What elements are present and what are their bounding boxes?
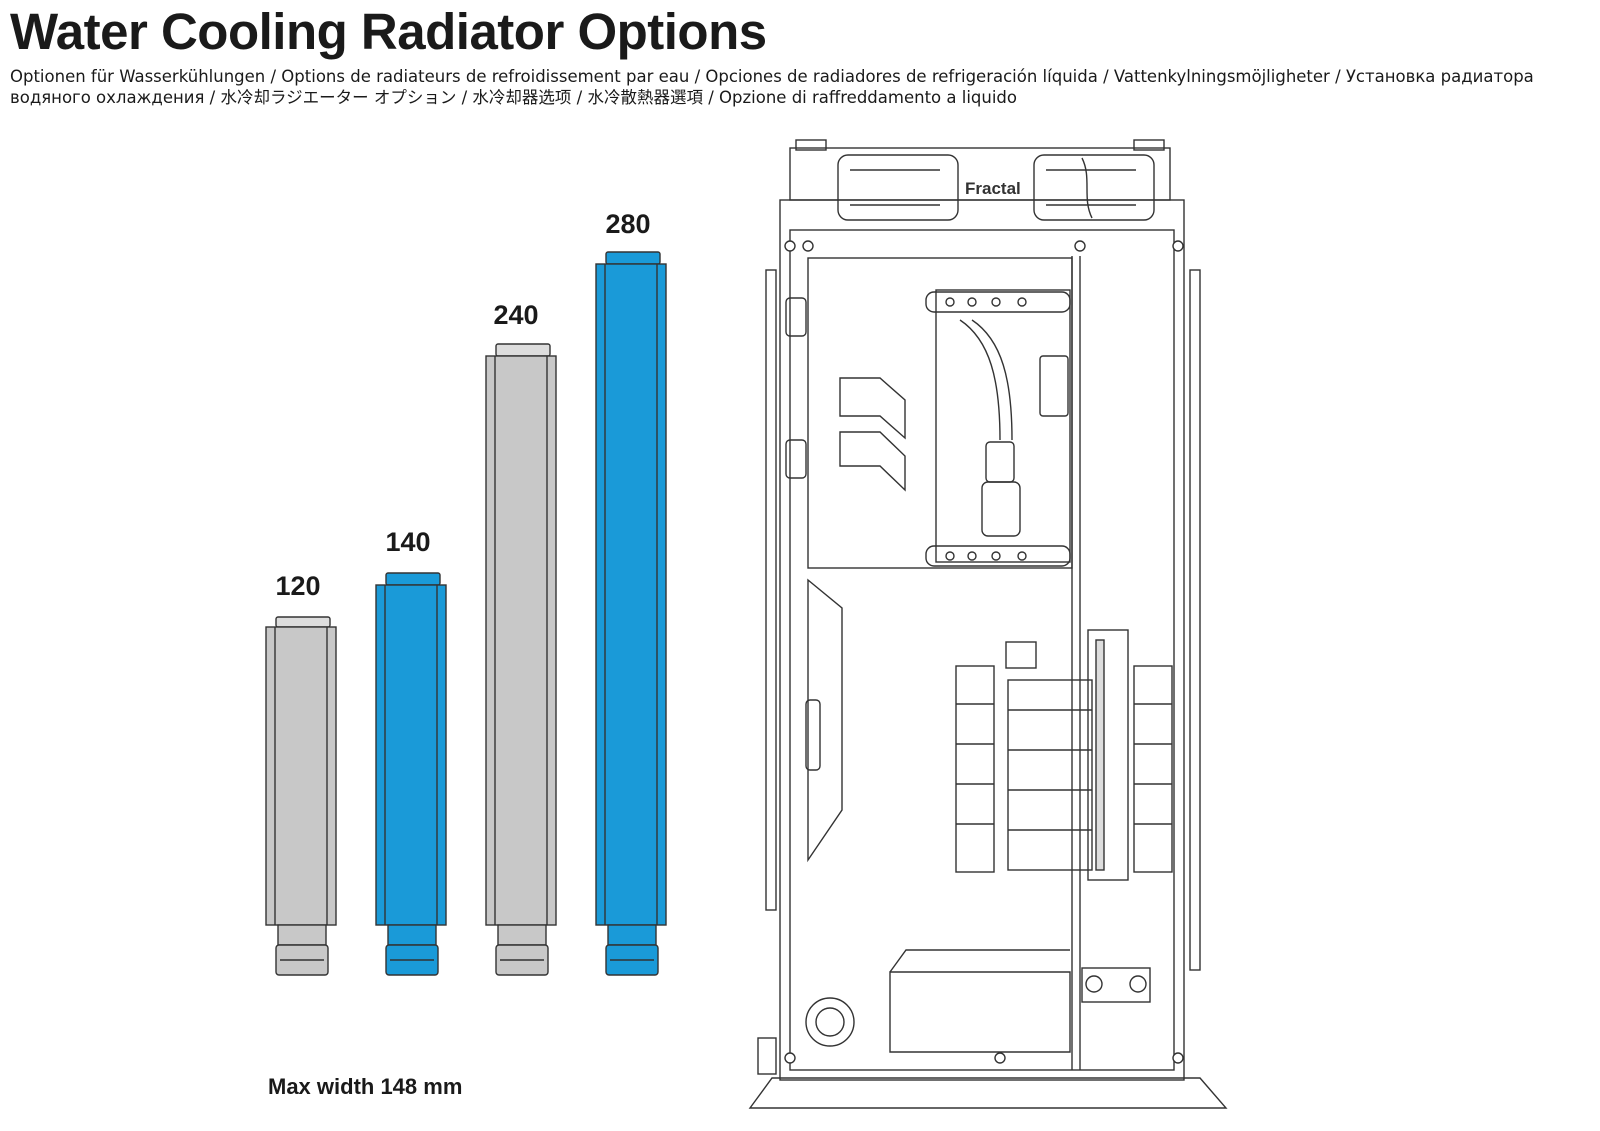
- power-connector: [981, 481, 1021, 537]
- radiator-140-body: [375, 584, 447, 926]
- radiator-label-280: 280: [605, 209, 651, 239]
- max-width-caption: Max width 148 mm: [268, 1074, 463, 1099]
- radiator-label-240: 240: [493, 300, 539, 330]
- top-fan-right: [1033, 154, 1155, 221]
- radiator-140: [375, 572, 447, 976]
- riser-card: [1087, 629, 1129, 881]
- page-subtitle: Optionen für Wasserkühlungen / Options d…: [10, 67, 1534, 107]
- psu-area: [807, 257, 1073, 569]
- page-title: Water Cooling Radiator Options: [10, 3, 767, 60]
- case-base: [748, 1077, 1228, 1109]
- radiator-120: [265, 616, 337, 976]
- radiator-label-120: 120: [275, 571, 321, 601]
- top-fan-left: [837, 154, 959, 221]
- radiator-240-body: [485, 355, 557, 926]
- radiator-280: [595, 251, 667, 976]
- radiators-illustration: [265, 251, 667, 976]
- chassis-frame: [779, 199, 1185, 1081]
- radiator-240: [485, 343, 557, 976]
- radiator-120-body: [265, 626, 337, 926]
- radiator-label-140: 140: [385, 527, 431, 557]
- radiator-280-body: [595, 263, 667, 926]
- fractal-logo: Fractal: [965, 179, 1021, 198]
- psu-bracket: [935, 289, 1071, 563]
- riser-cable: [1007, 679, 1093, 871]
